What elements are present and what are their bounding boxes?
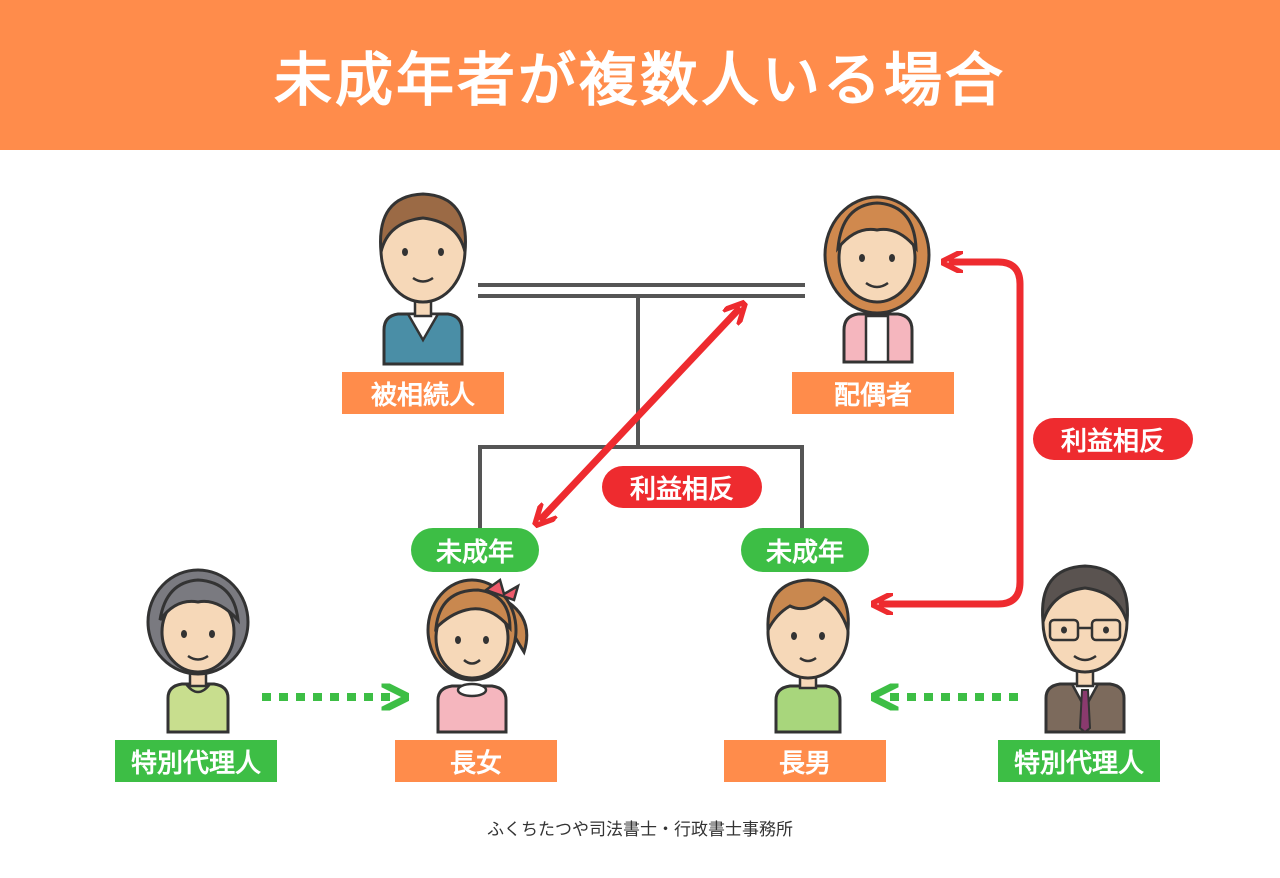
conflict-arrow-center [542, 310, 738, 518]
son-label: 長男 [724, 740, 886, 782]
footer-credit: ふくちたつや司法書士・行政書士事務所 [487, 820, 793, 840]
deceased-label: 被相続人 [342, 372, 504, 414]
spouse-figure [823, 195, 931, 364]
agent-right-figure [1041, 564, 1129, 734]
daughter-minor-badge: 未成年 [411, 528, 539, 572]
agent-right-label: 特別代理人 [998, 740, 1160, 782]
daughter-label: 長女 [395, 740, 557, 782]
son-figure [766, 578, 850, 734]
title-banner: 未成年者が複数人いる場合 [0, 0, 1280, 150]
conflict-right-badge: 利益相反 [1033, 418, 1193, 460]
agent-left-label: 特別代理人 [115, 740, 277, 782]
daughter-figure [426, 577, 529, 734]
spouse-label: 配偶者 [792, 372, 954, 414]
conflict-center-badge: 利益相反 [602, 466, 762, 508]
agent-left-figure [146, 568, 250, 734]
deceased-figure [379, 192, 467, 366]
son-minor-badge: 未成年 [741, 528, 869, 572]
conflict-arrow-right [882, 262, 1024, 604]
page-title: 未成年者が複数人いる場合 [273, 46, 1006, 114]
